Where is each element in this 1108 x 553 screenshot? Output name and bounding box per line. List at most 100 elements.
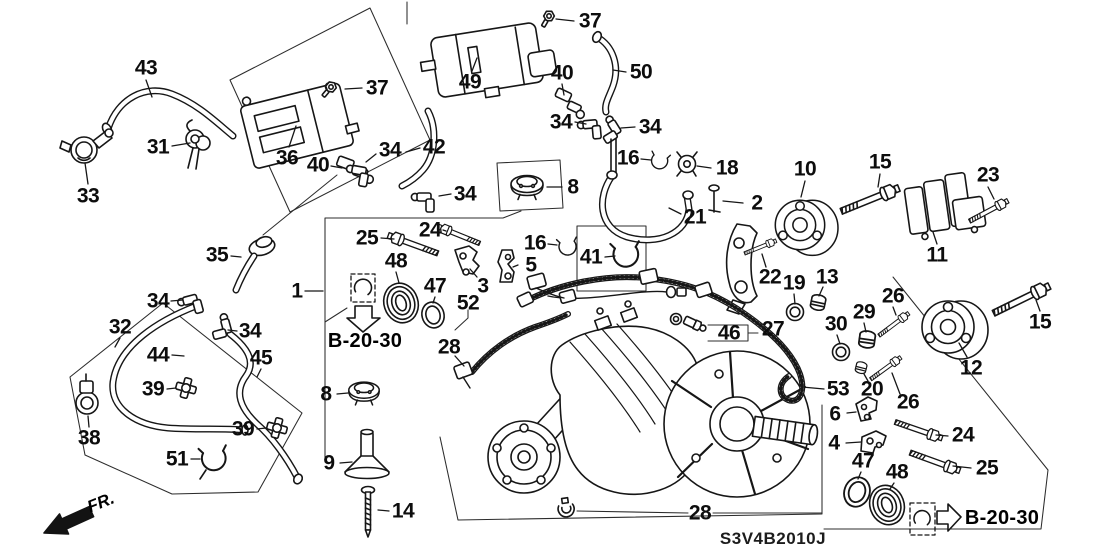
- callout-52: 52: [456, 291, 480, 315]
- clamp-51: [197, 443, 231, 474]
- callout-5: 5: [525, 253, 537, 277]
- leader-34: [365, 153, 377, 163]
- callout-24: 24: [951, 423, 975, 447]
- leader-3: [469, 268, 478, 278]
- bolt-24a: [435, 221, 483, 249]
- leader-37: [344, 87, 363, 90]
- callout-53: 53: [826, 377, 850, 401]
- leader-24: [935, 434, 949, 437]
- leader-29: [863, 322, 867, 333]
- construction-lines: [69, 1, 1049, 530]
- leader-41: [604, 255, 616, 258]
- callout-12: 12: [959, 356, 983, 380]
- callout-50: 50: [629, 60, 653, 84]
- callout-21: 21: [683, 205, 707, 229]
- callout-15: 15: [868, 150, 892, 174]
- ref-b2030-right: B-20-30: [964, 507, 1040, 529]
- callout-34: 34: [638, 115, 662, 139]
- bracket-22: [725, 223, 758, 315]
- callout-15: 15: [1028, 310, 1052, 334]
- leader-43: [145, 79, 153, 98]
- callout-26: 26: [896, 390, 920, 414]
- callout-34: 34: [378, 138, 402, 162]
- callout-19: 19: [782, 271, 806, 295]
- callout-51: 51: [165, 447, 189, 471]
- callout-36: 36: [275, 146, 299, 170]
- u-clip-icon: [912, 508, 933, 527]
- leader-35: [230, 255, 242, 258]
- callout-43: 43: [134, 56, 158, 80]
- canister-36: [240, 81, 360, 169]
- callout-48: 48: [885, 460, 909, 484]
- callout-28: 28: [437, 335, 461, 359]
- callout-8: 8: [567, 175, 579, 199]
- bolt-24b: [892, 416, 945, 445]
- bolt-37b: [538, 8, 557, 30]
- callout-25: 25: [975, 456, 999, 480]
- leader-9: [339, 461, 353, 464]
- clamp-41: [609, 238, 644, 270]
- leader-39: [166, 387, 177, 390]
- clip-39a: [172, 374, 200, 402]
- diagram-code: S3V4B2010J: [719, 529, 827, 548]
- callout-47: 47: [423, 274, 447, 298]
- leader-34: [574, 121, 587, 125]
- callout-16: 16: [616, 146, 640, 170]
- leader-lines: [84, 18, 1041, 512]
- leader-14: [377, 509, 390, 512]
- callout-3: 3: [477, 274, 489, 298]
- callout-48: 48: [384, 249, 408, 273]
- leader-37: [555, 18, 575, 22]
- callout-26: 26: [881, 284, 905, 308]
- bolt-25b: [907, 446, 963, 477]
- callout-14: 14: [391, 499, 415, 523]
- seal-48b: [863, 479, 911, 531]
- callout-34: 34: [146, 289, 170, 313]
- leader-33: [84, 162, 89, 185]
- leader-19: [793, 293, 796, 305]
- kit-left-b2030: [346, 221, 580, 333]
- callout-27: 27: [761, 317, 785, 341]
- callout-40: 40: [306, 153, 330, 177]
- connector-28a: [453, 361, 474, 380]
- leader-16: [547, 243, 558, 246]
- clamp-16b: [555, 235, 580, 258]
- mount-10: [774, 199, 839, 257]
- bracket-3: [454, 245, 480, 276]
- callout-42: 42: [422, 135, 446, 159]
- leader-6: [846, 411, 857, 414]
- callout-44: 44: [146, 343, 170, 367]
- harness-53: [516, 267, 806, 404]
- leader-25: [380, 237, 395, 240]
- callout-46: 46: [717, 321, 741, 345]
- valve-33: [59, 128, 114, 164]
- sensor-46: [669, 312, 707, 332]
- callout-40: 40: [550, 61, 574, 85]
- hose-43: [101, 87, 237, 140]
- oring-47a: [418, 298, 448, 332]
- screw-14: [360, 485, 376, 538]
- clip-28b: [557, 496, 575, 518]
- leader-13: [818, 286, 824, 297]
- leader-12: [958, 342, 968, 358]
- callout-41: 41: [579, 245, 603, 269]
- leader-20: [863, 373, 869, 382]
- callout-23: 23: [976, 163, 1000, 187]
- u-clip-icon: [352, 276, 375, 297]
- washer-19: [785, 302, 805, 322]
- leader-15: [877, 173, 881, 188]
- leader-31: [171, 142, 191, 147]
- differential-assembly: [487, 300, 819, 518]
- cap-8a: [510, 174, 544, 201]
- callout-35: 35: [205, 243, 229, 267]
- hose-50: [591, 30, 620, 116]
- bracket-4: [860, 430, 887, 454]
- leader-10: [800, 180, 806, 198]
- leader-22: [761, 253, 767, 268]
- callout-47: 47: [851, 449, 875, 473]
- ref-b2030-left: B-20-30: [327, 330, 403, 352]
- callout-33: 33: [76, 184, 100, 208]
- leader-34: [227, 329, 238, 332]
- leader-30: [836, 334, 841, 345]
- leader-4: [845, 441, 862, 444]
